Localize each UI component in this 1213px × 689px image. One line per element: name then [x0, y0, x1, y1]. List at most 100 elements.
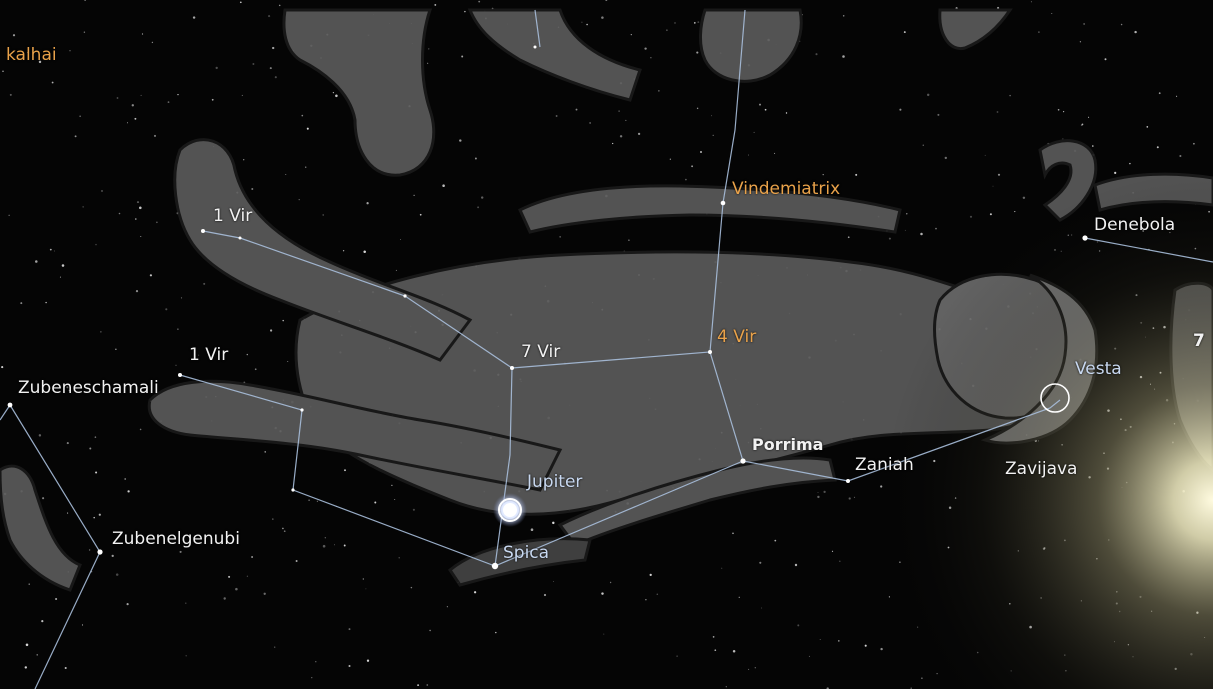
background-star [301, 115, 303, 117]
star-spica[interactable] [492, 563, 498, 569]
background-star [531, 528, 534, 531]
background-star [60, 277, 61, 278]
background-star [765, 109, 767, 111]
background-star [374, 502, 376, 504]
star-7-vir[interactable] [510, 366, 514, 370]
star-1-vir-lower[interactable] [178, 373, 182, 377]
background-star [774, 540, 776, 542]
label-zaniah[interactable]: Zaniah [855, 457, 914, 474]
background-star [697, 21, 699, 23]
background-star [296, 560, 298, 562]
label-jupiter[interactable]: Jupiter [527, 474, 582, 491]
background-star [343, 250, 344, 251]
background-star [1058, 109, 1060, 111]
background-star [127, 490, 129, 492]
label-porrima[interactable]: Porrima [752, 437, 823, 453]
background-star [127, 122, 128, 123]
star-zubeneschamali[interactable] [8, 403, 13, 408]
background-star [50, 249, 52, 251]
star-zubenelgenubi[interactable] [97, 549, 102, 554]
background-star [628, 239, 630, 241]
label-4-vir[interactable]: 4 Vir [717, 329, 756, 346]
background-star [817, 496, 819, 498]
star-4-vir[interactable] [708, 350, 712, 354]
background-star [865, 645, 867, 647]
background-star [1009, 95, 1010, 96]
background-star [25, 666, 27, 668]
background-star [84, 32, 85, 33]
background-star [1082, 123, 1084, 125]
label-vesta[interactable]: Vesta [1075, 361, 1122, 378]
label-zavijava[interactable]: Zavijava [1005, 461, 1077, 478]
background-star [2, 71, 4, 73]
background-star [937, 114, 939, 116]
background-star [670, 159, 671, 160]
label-vindemiatrix[interactable]: Vindemiatrix [732, 181, 840, 198]
background-star [1105, 58, 1107, 60]
background-star [1038, 31, 1040, 33]
label-7-vir[interactable]: 7 Vir [521, 344, 560, 361]
background-star [95, 244, 96, 245]
label-zubenelgenubi[interactable]: Zubenelgenubi [112, 531, 240, 548]
background-star [10, 94, 12, 96]
background-star [284, 530, 286, 532]
background-star [140, 236, 141, 237]
background-star [124, 478, 126, 480]
background-star [69, 50, 70, 51]
label-spica[interactable]: Spica [503, 545, 549, 562]
background-star [601, 592, 603, 594]
background-star [399, 557, 400, 558]
label-1-vir-upper[interactable]: 1 Vir [213, 208, 252, 225]
background-star [426, 684, 428, 686]
background-star [420, 214, 422, 216]
background-star [363, 251, 366, 254]
background-star [55, 598, 57, 600]
background-star [795, 564, 797, 566]
background-star [838, 640, 840, 642]
background-star [89, 448, 91, 450]
background-star [365, 588, 366, 589]
background-star [429, 630, 430, 631]
background-star [279, 5, 281, 7]
label-1-vir-lower[interactable]: 1 Vir [189, 347, 228, 364]
background-star [797, 624, 799, 626]
star-denebola[interactable] [1082, 235, 1087, 240]
background-star [985, 155, 986, 156]
star-porrima[interactable] [740, 458, 745, 463]
background-star [544, 594, 546, 596]
label-zubeneschamali[interactable]: Zubeneschamali [18, 380, 159, 397]
background-star [1159, 92, 1161, 94]
background-star [243, 159, 244, 160]
background-star [282, 320, 283, 321]
star-1-vir-upper[interactable] [201, 229, 205, 233]
star-zaniah[interactable] [846, 479, 850, 483]
background-star [67, 513, 68, 514]
background-star [400, 239, 401, 240]
background-star [83, 206, 84, 207]
background-star [62, 264, 65, 267]
background-star [335, 95, 338, 98]
background-star [333, 92, 334, 93]
background-star [285, 174, 286, 175]
background-star [586, 24, 588, 26]
background-star [39, 434, 41, 436]
star-vindemiatrix[interactable] [721, 201, 726, 206]
label-kalhai[interactable]: kalhai [6, 47, 57, 64]
background-star [394, 499, 395, 500]
planet-jupiter[interactable] [493, 493, 527, 527]
label-denebola[interactable]: Denebola [1094, 217, 1175, 234]
background-star [299, 199, 300, 200]
background-star [842, 55, 845, 58]
background-star [560, 236, 561, 237]
background-star [242, 95, 243, 96]
background-star [349, 628, 351, 630]
background-star [176, 365, 177, 366]
background-star [434, 4, 436, 6]
background-star [89, 549, 90, 550]
background-star [818, 492, 819, 493]
background-star [721, 568, 722, 569]
background-star [139, 207, 142, 210]
background-star [1176, 96, 1177, 97]
